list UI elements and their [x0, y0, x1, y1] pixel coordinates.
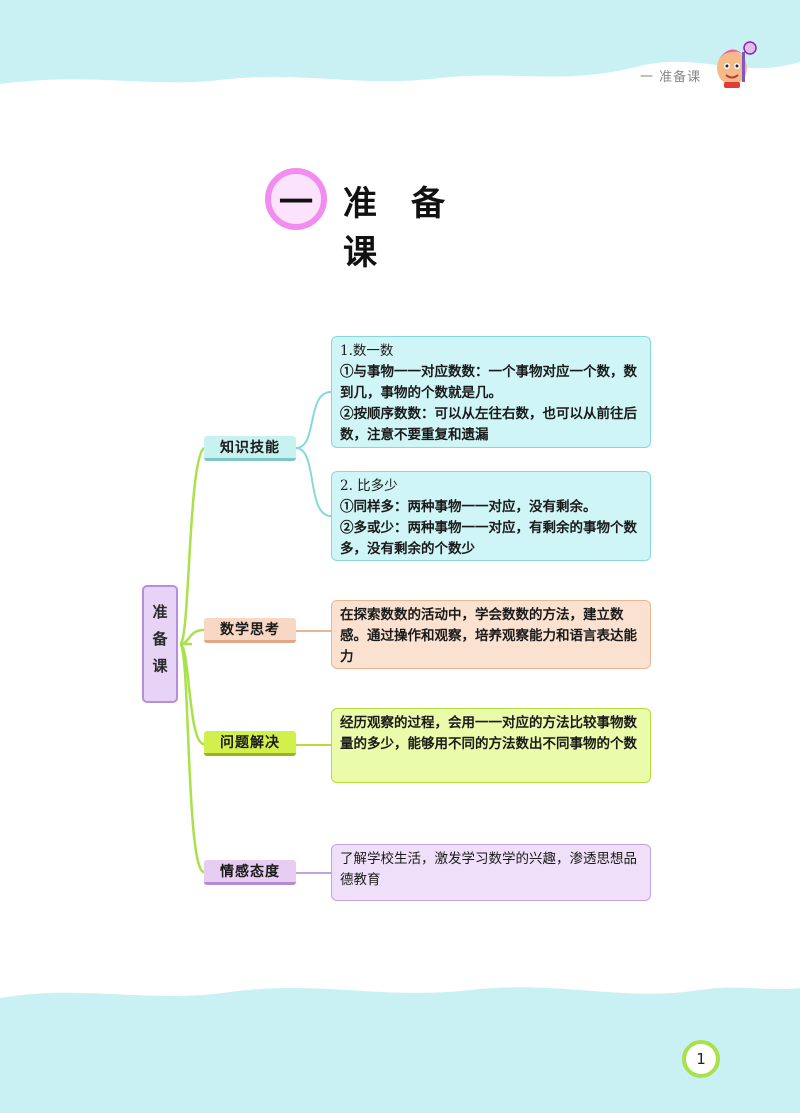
emotion-attitude-box: 了解学校生活，激发学习数学的兴趣，渗透思想品德教育 [331, 844, 651, 901]
knowledge-box-compare: 2. 比多少 ①同样多：两种事物一一对应，没有剩余。 ②多或少：两种事物一一对应… [331, 471, 651, 561]
chapter-title-text: 准备课 [343, 184, 479, 273]
mindmap-root: 准备课 [142, 585, 178, 703]
knowledge-box-heading: 2. 比多少 [340, 478, 398, 494]
mascot-illustration [717, 41, 757, 88]
branch-knowledge-skills: 知识技能 [204, 436, 296, 461]
chapter-title: 一 准备课 [265, 168, 545, 273]
knowledge-box-line: ①同样多：两种事物一一对应，没有剩余。 [340, 499, 597, 515]
branch-problem-solving: 问题解决 [204, 731, 296, 756]
knowledge-box-heading: 1.数一数 [340, 343, 394, 359]
branch-math-thinking: 数学思考 [204, 618, 296, 643]
top-wave-decoration [0, 0, 800, 84]
chapter-number-badge: 一 [265, 168, 327, 230]
knowledge-box-line: ②按顺序数数：可以从左往右数，也可以从前往后数，注意不要重复和遗漏 [340, 406, 637, 443]
bottom-wave-decoration [0, 987, 800, 1113]
knowledge-box-line: ①与事物一一对应数数：一个事物对应一个数，数到几，事物的个数就是几。 [340, 364, 637, 401]
page-number: 1 [682, 1040, 720, 1078]
problem-solving-box: 经历观察的过程，会用一一对应的方法比较事物数量的多少，能够用不同的方法数出不同事… [331, 708, 651, 783]
knowledge-box-line: ②多或少：两种事物一一对应，有剩余的事物个数多，没有剩余的个数少 [340, 520, 637, 557]
knowledge-box-counting: 1.数一数 ①与事物一一对应数数：一个事物对应一个数，数到几，事物的个数就是几。… [331, 336, 651, 448]
branch-emotion-attitude: 情感态度 [204, 860, 296, 885]
math-thinking-box: 在探索数数的活动中，学会数数的方法，建立数感。通过操作和观察，培养观察能力和语言… [331, 600, 651, 669]
header-label: 一 准备课 [640, 70, 702, 85]
